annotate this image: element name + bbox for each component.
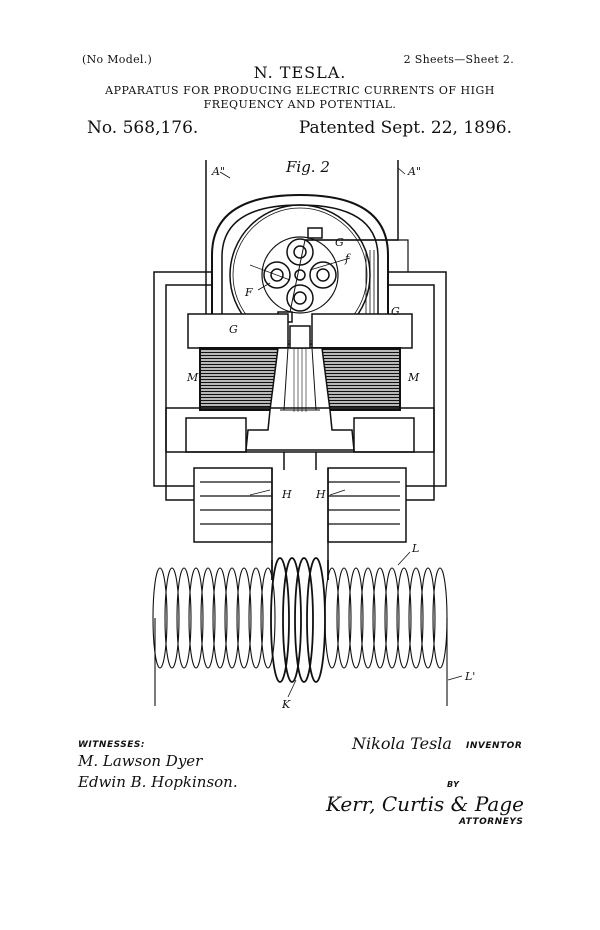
sheet-number: 2 Sheets—Sheet 2.: [403, 53, 514, 66]
label-l-prime: L': [464, 670, 475, 683]
condenser-left: [193, 467, 273, 543]
plate-left: [187, 313, 289, 349]
no-model-note: (No Model.): [82, 53, 153, 66]
label-g-top: G: [335, 236, 344, 249]
label-h-right: H: [315, 488, 326, 501]
label-m-left: M: [186, 371, 199, 384]
patent-number: No. 568,176.: [87, 118, 199, 138]
by-label: BY: [447, 780, 460, 789]
label-g-left: G: [229, 323, 238, 336]
label-l: L: [411, 542, 419, 555]
patent-date: Patented Sept. 22, 1896.: [298, 118, 512, 138]
condenser-right: [327, 467, 407, 543]
inventor-signature: Nikola Tesla: [352, 734, 452, 753]
label-f-upper: F: [244, 286, 253, 299]
inventor-label: INVENTOR: [466, 741, 523, 751]
primary-coil: [270, 557, 329, 683]
label-m-right: M: [407, 371, 420, 384]
label-f: f: [344, 252, 351, 265]
patent-title-line2: FREQUENCY AND POTENTIAL.: [203, 98, 397, 111]
disk-inner: [261, 236, 339, 314]
witnesses-label: WITNESSES:: [78, 740, 145, 750]
witness-signature-1: M. Lawson Dyer: [78, 752, 203, 770]
attorneys-label: ATTORNEYS: [459, 817, 524, 827]
inventor-name: N. TESLA.: [253, 63, 347, 82]
label-a-right: A": [407, 165, 421, 178]
label-k: K: [281, 698, 291, 711]
plate-right: [311, 313, 413, 349]
patent-title-line1: APPARATUS FOR PRODUCING ELECTRIC CURRENT…: [105, 84, 495, 97]
frame-right: [388, 271, 447, 468]
label-a-left: A": [211, 165, 225, 178]
secondary-coil: [152, 567, 448, 706]
dome-casing: [211, 193, 389, 340]
label-h-left: H: [281, 488, 292, 501]
base-block: [165, 407, 435, 453]
frame-left: [153, 271, 212, 468]
fig-label: Fig. 2: [285, 158, 330, 176]
witness-signature-2: Edwin B. Hopkinson.: [78, 773, 238, 791]
attorney-signature: Kerr, Curtis & Page: [326, 792, 524, 816]
label-g-right: G: [391, 305, 400, 318]
